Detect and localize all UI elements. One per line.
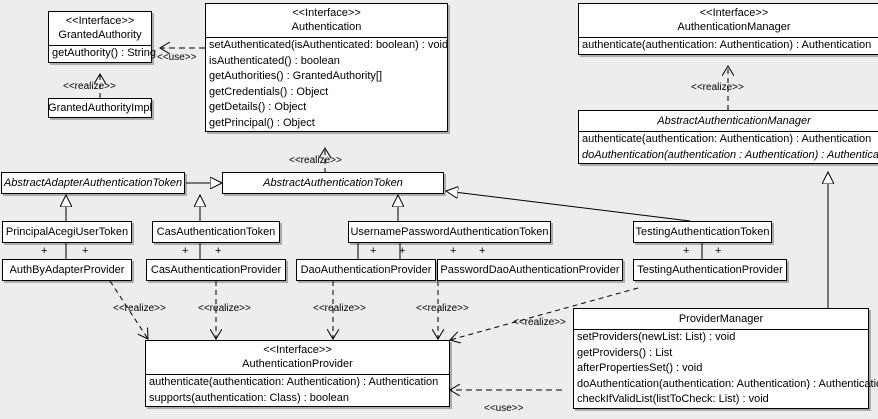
class-name: DaoAuthenticationProvider (300, 263, 432, 276)
class-member: checkIfValidList(listToCheck: List) : vo… (577, 393, 769, 405)
edge-label-realize-daoauthenticationprovider: <<realize>> (313, 303, 366, 314)
class-name: CasAuthenticationProvider (150, 263, 282, 276)
edge-label-use-providermanager-authenticationprovider: <<use>> (484, 403, 524, 414)
class-member: setProviders(newList: List) : void (577, 331, 736, 343)
member-compartment: setAuthenticated(isAuthenticated: boolea… (206, 37, 449, 131)
class-header: <<Interface>> GrantedAuthority (49, 12, 151, 45)
class-member: getDetails() : Object (209, 101, 307, 113)
multiplicity-marker: + (370, 245, 377, 257)
edge-label-use-authentication-grantedauthority: <<use>> (157, 52, 197, 63)
class-testing-authentication-provider[interactable]: TestingAuthenticationProvider (633, 259, 787, 281)
class-header: <<Interface>> AuthenticationManager (579, 4, 878, 37)
stereotype-label: <<Interface>> (65, 15, 135, 27)
class-authentication-provider[interactable]: <<Interface>> AuthenticationProvider aut… (145, 340, 450, 407)
class-name: AuthenticationProvider (242, 358, 353, 370)
multiplicity-marker: + (215, 245, 222, 257)
class-principal-acegi-user-token[interactable]: PrincipalAcegiUserToken (2, 221, 132, 243)
class-header: <<Interface>> AuthenticationProvider (146, 341, 449, 374)
class-name: PrincipalAcegiUserToken (5, 225, 129, 238)
edge-label-realize-authbyadapterprovider: <<realize>> (113, 303, 166, 314)
edge-label-realize-passworddaoauthenticationprovider: <<realize>> (416, 303, 469, 314)
class-header: ProviderManager (574, 309, 868, 329)
class-name: AbstractAuthenticationToken (263, 176, 403, 189)
class-testing-authentication-token[interactable]: TestingAuthenticationToken (633, 221, 772, 243)
class-member: setAuthenticated(isAuthenticated: boolea… (209, 39, 449, 51)
class-name: AbstractAuthenticationManager (657, 115, 811, 127)
class-authentication-manager[interactable]: <<Interface>> AuthenticationManager auth… (578, 3, 878, 55)
class-cas-authentication-provider[interactable]: CasAuthenticationProvider (146, 259, 286, 281)
edge-label-realize-casauthenticationprovider: <<realize>> (198, 303, 251, 314)
class-auth-by-adapter-provider[interactable]: AuthByAdapterProvider (2, 259, 132, 281)
member-compartment: setProviders(newList: List) : void getPr… (574, 329, 878, 408)
class-member: supports(authentication: Class) : boolea… (149, 391, 349, 404)
class-header: <<Interface>> Authentication (206, 4, 447, 37)
member-compartment: authenticate(authentication: Authenticat… (146, 374, 449, 406)
class-member: getProviders() : List (577, 346, 673, 359)
class-name: AuthByAdapterProvider (9, 263, 125, 276)
class-header: AbstractAuthenticationManager (579, 111, 878, 131)
class-member: doAuthentication(authentication : Authen… (582, 148, 878, 161)
multiplicity-marker: + (41, 245, 48, 257)
class-dao-authentication-provider[interactable]: DaoAuthenticationProvider (296, 259, 436, 281)
class-name: AuthenticationManager (677, 21, 791, 33)
member-compartment: authenticate(authentication: Authenticat… (579, 131, 878, 163)
class-member: getAuthorities() : GrantedAuthority[] (209, 70, 383, 82)
edge-label-realize-grantedauthorityimpl: <<realize>> (63, 81, 116, 92)
class-member: authenticate(authentication: Authenticat… (582, 133, 872, 145)
edge-label-realize-abstractauthenticationtoken: <<realize>> (289, 155, 342, 166)
class-name: TestingAuthenticationProvider (637, 263, 783, 276)
edge-generalize-testingauthenticationtoken (446, 191, 691, 222)
class-member: isAuthenticated() : boolean (209, 54, 340, 67)
class-member: doAuthentication(authentication: Authent… (577, 377, 878, 390)
class-member: getAuthority() : String (52, 47, 156, 59)
edge-label-realize-abstractauthenticationmanager: <<realize>> (691, 82, 744, 93)
multiplicity-marker: + (82, 245, 89, 257)
class-username-password-authentication-token[interactable]: UsernamePasswordAuthenticationToken (348, 221, 551, 243)
class-name: GrantedAuthorityImpl (48, 101, 152, 114)
member-compartment: getAuthority() : String (49, 45, 156, 62)
class-granted-authority-impl[interactable]: GrantedAuthorityImpl (48, 98, 152, 118)
class-name: PasswordDaoAuthenticationProvider (440, 263, 620, 276)
multiplicity-marker: + (450, 245, 457, 257)
class-provider-manager[interactable]: ProviderManager setProviders(newList: Li… (573, 308, 878, 409)
class-member: getCredentials() : Object (209, 85, 329, 98)
class-member: afterPropertiesSet() : void (577, 362, 703, 374)
multiplicity-marker: + (182, 245, 189, 257)
stereotype-label: <<Interface>> (292, 7, 361, 19)
class-member: authenticate(authentication: Authenticat… (582, 39, 872, 51)
class-name: GrantedAuthority (58, 29, 142, 41)
edge-label-realize-testingauthenticationprovider: <<realize>> (513, 317, 566, 328)
class-name: TestingAuthenticationToken (635, 225, 770, 238)
class-name: ProviderManager (678, 313, 764, 325)
class-member: authenticate(authentication: Authenticat… (149, 376, 439, 388)
class-password-dao-authentication-provider[interactable]: PasswordDaoAuthenticationProvider (437, 259, 623, 281)
multiplicity-marker: + (683, 245, 690, 257)
class-name: UsernamePasswordAuthenticationToken (350, 225, 549, 238)
class-member: getPrincipal() : Object (209, 116, 315, 129)
class-name: CasAuthenticationToken (156, 225, 276, 238)
class-cas-authentication-token[interactable]: CasAuthenticationToken (152, 221, 280, 243)
class-name: Authentication (291, 21, 362, 33)
class-abstract-authentication-manager[interactable]: AbstractAuthenticationManager authentica… (578, 110, 878, 164)
multiplicity-marker: + (479, 245, 486, 257)
class-granted-authority[interactable]: <<Interface>> GrantedAuthority getAuthor… (48, 11, 156, 63)
multiplicity-marker: + (715, 245, 722, 257)
class-name: AbstractAdapterAuthenticationToken (3, 176, 183, 189)
member-compartment: authenticate(authentication: Authenticat… (579, 37, 878, 54)
stereotype-label: <<Interface>> (699, 7, 769, 19)
class-abstract-adapter-authentication-token[interactable]: AbstractAdapterAuthenticationToken (1, 172, 185, 194)
stereotype-label: <<Interface>> (263, 344, 332, 356)
multiplicity-marker: + (399, 245, 406, 257)
class-authentication[interactable]: <<Interface>> Authentication setAuthenti… (205, 3, 448, 132)
class-abstract-authentication-token[interactable]: AbstractAuthenticationToken (222, 172, 444, 194)
